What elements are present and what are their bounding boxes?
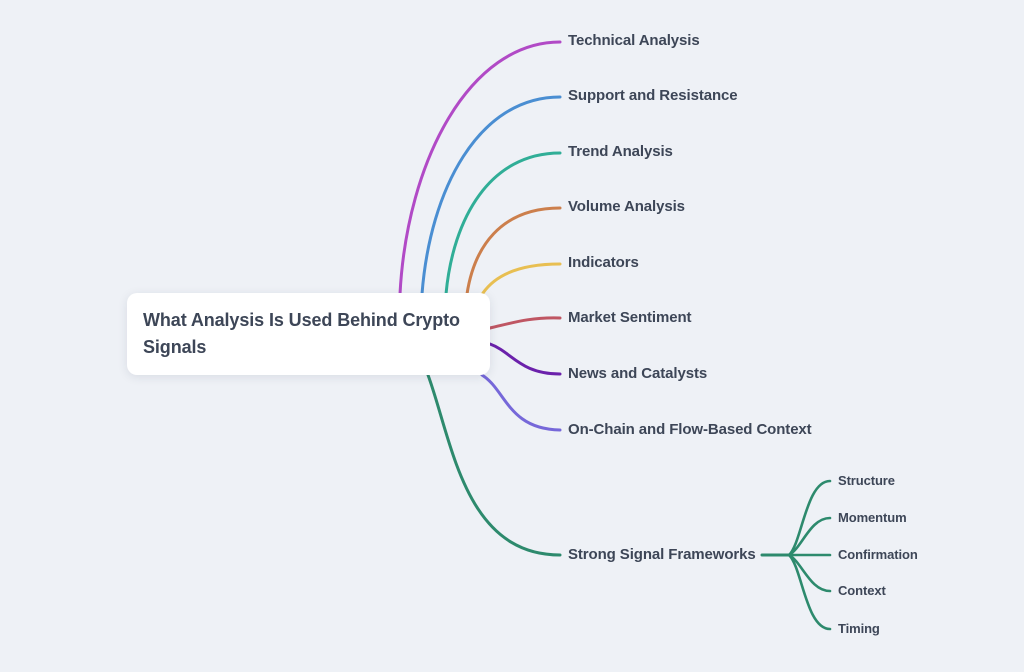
connector-strong-signal-frameworks bbox=[426, 373, 562, 557]
connector-structure bbox=[787, 479, 832, 557]
connector-timing bbox=[787, 553, 832, 631]
root-node-label: What Analysis Is Used Behind Crypto Sign… bbox=[143, 310, 460, 357]
branch-label-strong-signal-frameworks[interactable]: Strong Signal Frameworks bbox=[568, 546, 756, 563]
connector-support-and-resistance bbox=[420, 95, 562, 296]
connector-trend-analysis bbox=[444, 151, 562, 296]
connector-market-sentiment bbox=[488, 316, 562, 330]
branch-label-trend-analysis[interactable]: Trend Analysis bbox=[568, 143, 673, 160]
sub-label-structure[interactable]: Structure bbox=[838, 473, 895, 488]
branch-label-volume-analysis[interactable]: Volume Analysis bbox=[568, 198, 685, 215]
connector-news-and-catalysts bbox=[488, 342, 562, 376]
connector-volume-analysis bbox=[465, 206, 562, 296]
connector-context bbox=[787, 553, 832, 593]
connector-indicators bbox=[481, 262, 562, 295]
branch-label-news-and-catalysts[interactable]: News and Catalysts bbox=[568, 365, 708, 382]
branch-label-market-sentiment[interactable]: Market Sentiment bbox=[568, 309, 692, 326]
sub-label-context[interactable]: Context bbox=[838, 583, 886, 598]
sub-label-momentum[interactable]: Momentum bbox=[838, 510, 907, 525]
root-node[interactable]: What Analysis Is Used Behind Crypto Sign… bbox=[127, 293, 490, 375]
branch-label-technical-analysis[interactable]: Technical Analysis bbox=[568, 32, 700, 49]
connector-momentum bbox=[787, 516, 832, 557]
sub-label-timing[interactable]: Timing bbox=[838, 621, 880, 636]
sub-label-confirmation[interactable]: Confirmation bbox=[838, 547, 918, 562]
connector-on-chain-context bbox=[480, 373, 562, 432]
branch-label-support-and-resistance[interactable]: Support and Resistance bbox=[568, 87, 738, 104]
connector-technical-analysis bbox=[398, 40, 562, 296]
branch-label-indicators[interactable]: Indicators bbox=[568, 254, 639, 271]
branch-label-on-chain-context[interactable]: On-Chain and Flow-Based Context bbox=[568, 421, 812, 438]
